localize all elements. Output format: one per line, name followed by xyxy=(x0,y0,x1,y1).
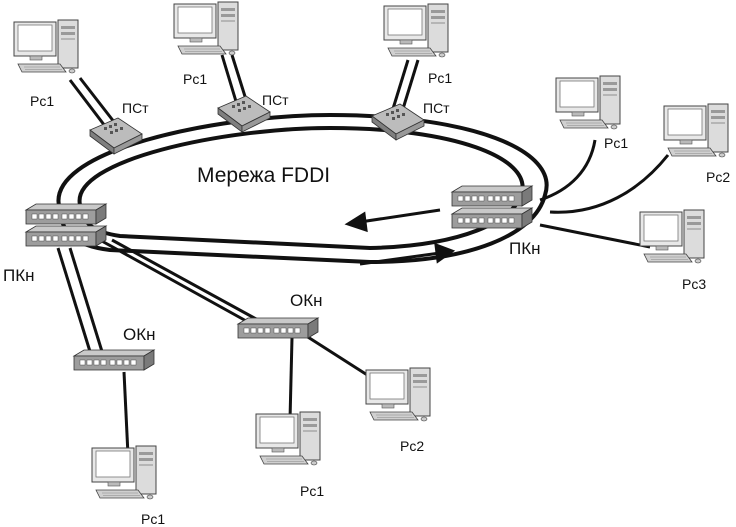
network-title: Мережа FDDI xyxy=(197,164,330,187)
label-ps-middle: ПСт xyxy=(262,92,289,108)
fddi-ring xyxy=(56,112,549,265)
concentrator-left xyxy=(25,203,107,247)
hub-ok-center xyxy=(237,317,319,339)
concentrator-right xyxy=(451,185,533,229)
label-pc-top-middle: Рс1 xyxy=(183,71,207,87)
computer-top-middle xyxy=(173,1,239,56)
computer-bottom-center-1 xyxy=(255,411,321,466)
label-pc-bottom-center-1: Рс1 xyxy=(300,483,324,499)
computer-right-2 xyxy=(663,103,729,158)
label-ps-right: ПСт xyxy=(423,100,450,116)
ring-inner xyxy=(77,125,525,251)
arrow-right-icon xyxy=(434,242,456,264)
computer-bottom-center-2 xyxy=(365,367,431,422)
label-pk-left: ПКн xyxy=(3,266,35,285)
computer-bottom-left xyxy=(91,445,157,500)
ring-outer xyxy=(56,112,549,265)
label-ok-center: ОКн xyxy=(290,291,323,310)
label-pc-bottom-left: Рс1 xyxy=(141,511,165,527)
label-pc-right-3: Рс3 xyxy=(682,276,706,292)
label-pc-right-1: Рс1 xyxy=(604,135,628,151)
label-pk-right: ПКн xyxy=(509,239,541,258)
computer-right-3 xyxy=(639,209,705,264)
computer-top-right xyxy=(383,3,449,58)
ring-direction-arrows xyxy=(344,208,456,266)
label-ps-left: ПСт xyxy=(122,100,149,116)
arrow-left-icon xyxy=(344,211,368,233)
hub-ok-left xyxy=(73,349,155,371)
computer-top-left xyxy=(13,19,79,74)
computer-right-1 xyxy=(555,75,621,130)
label-pc-top-right: Рс1 xyxy=(428,70,452,86)
links xyxy=(56,54,670,456)
station-adapter-left xyxy=(89,117,143,155)
label-pc-bottom-center-2: Рс2 xyxy=(400,438,424,454)
label-ok-left: ОКн xyxy=(123,325,156,344)
label-pc-right-2: Рс2 xyxy=(706,169,730,185)
label-pc-top-left: Рс1 xyxy=(30,93,54,109)
